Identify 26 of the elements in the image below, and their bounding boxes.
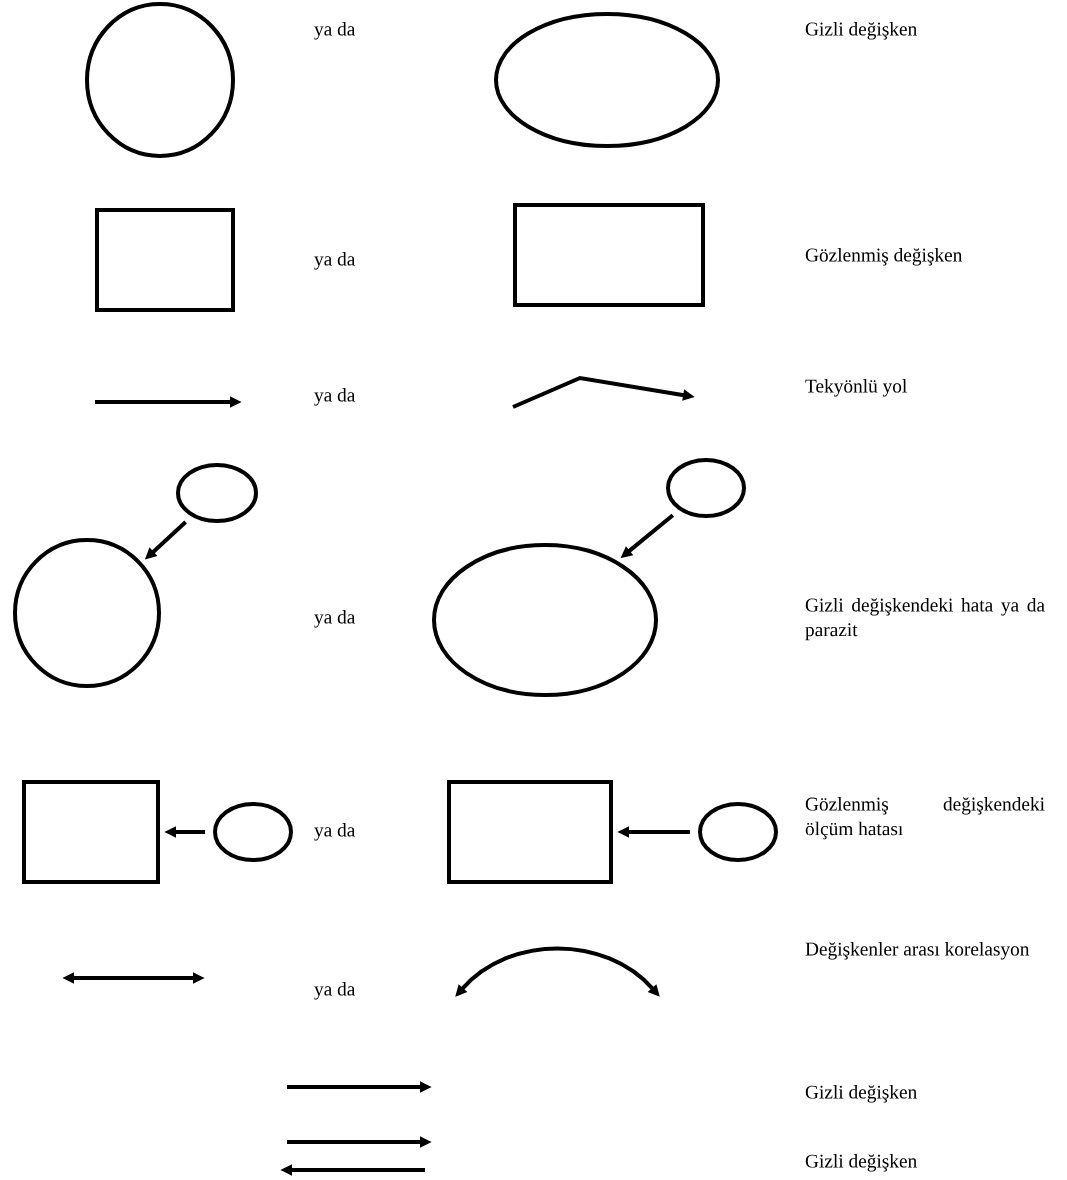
circle-symbol	[85, 2, 235, 158]
description-text: Değişkenler arası korelasyon	[805, 942, 1030, 960]
description-text: Gizli değişkendeki hata ya da parazit	[805, 598, 1045, 641]
ellipse-symbol	[666, 458, 746, 518]
circle-symbol	[13, 538, 161, 688]
description-text: Gözlenmiş değişken	[805, 248, 963, 266]
or-text: ya da	[314, 22, 356, 40]
or-text: ya da	[314, 252, 356, 270]
description-text: Tekyönlü yol	[805, 379, 907, 397]
rectangle-symbol	[95, 208, 235, 312]
description-text: Gözlenmiş değişkendeki ölçüm hatası	[805, 797, 1045, 840]
or-text: ya da	[314, 610, 356, 628]
ellipse-symbol	[698, 802, 778, 862]
or-text: ya da	[314, 388, 356, 406]
ellipse-symbol	[432, 543, 658, 697]
description-text: Gizli değişken	[805, 1085, 917, 1103]
description-text: Gizli değişken	[805, 22, 917, 40]
or-text: ya da	[314, 823, 356, 841]
or-text: ya da	[314, 982, 356, 1000]
ellipse-symbol	[494, 12, 720, 148]
rectangle-symbol	[447, 780, 613, 884]
description-text: Gizli değişken	[805, 1154, 917, 1172]
ellipse-symbol	[213, 802, 293, 862]
rectangle-symbol	[513, 203, 705, 307]
rectangle-symbol	[22, 780, 160, 884]
ellipse-symbol	[176, 463, 258, 523]
